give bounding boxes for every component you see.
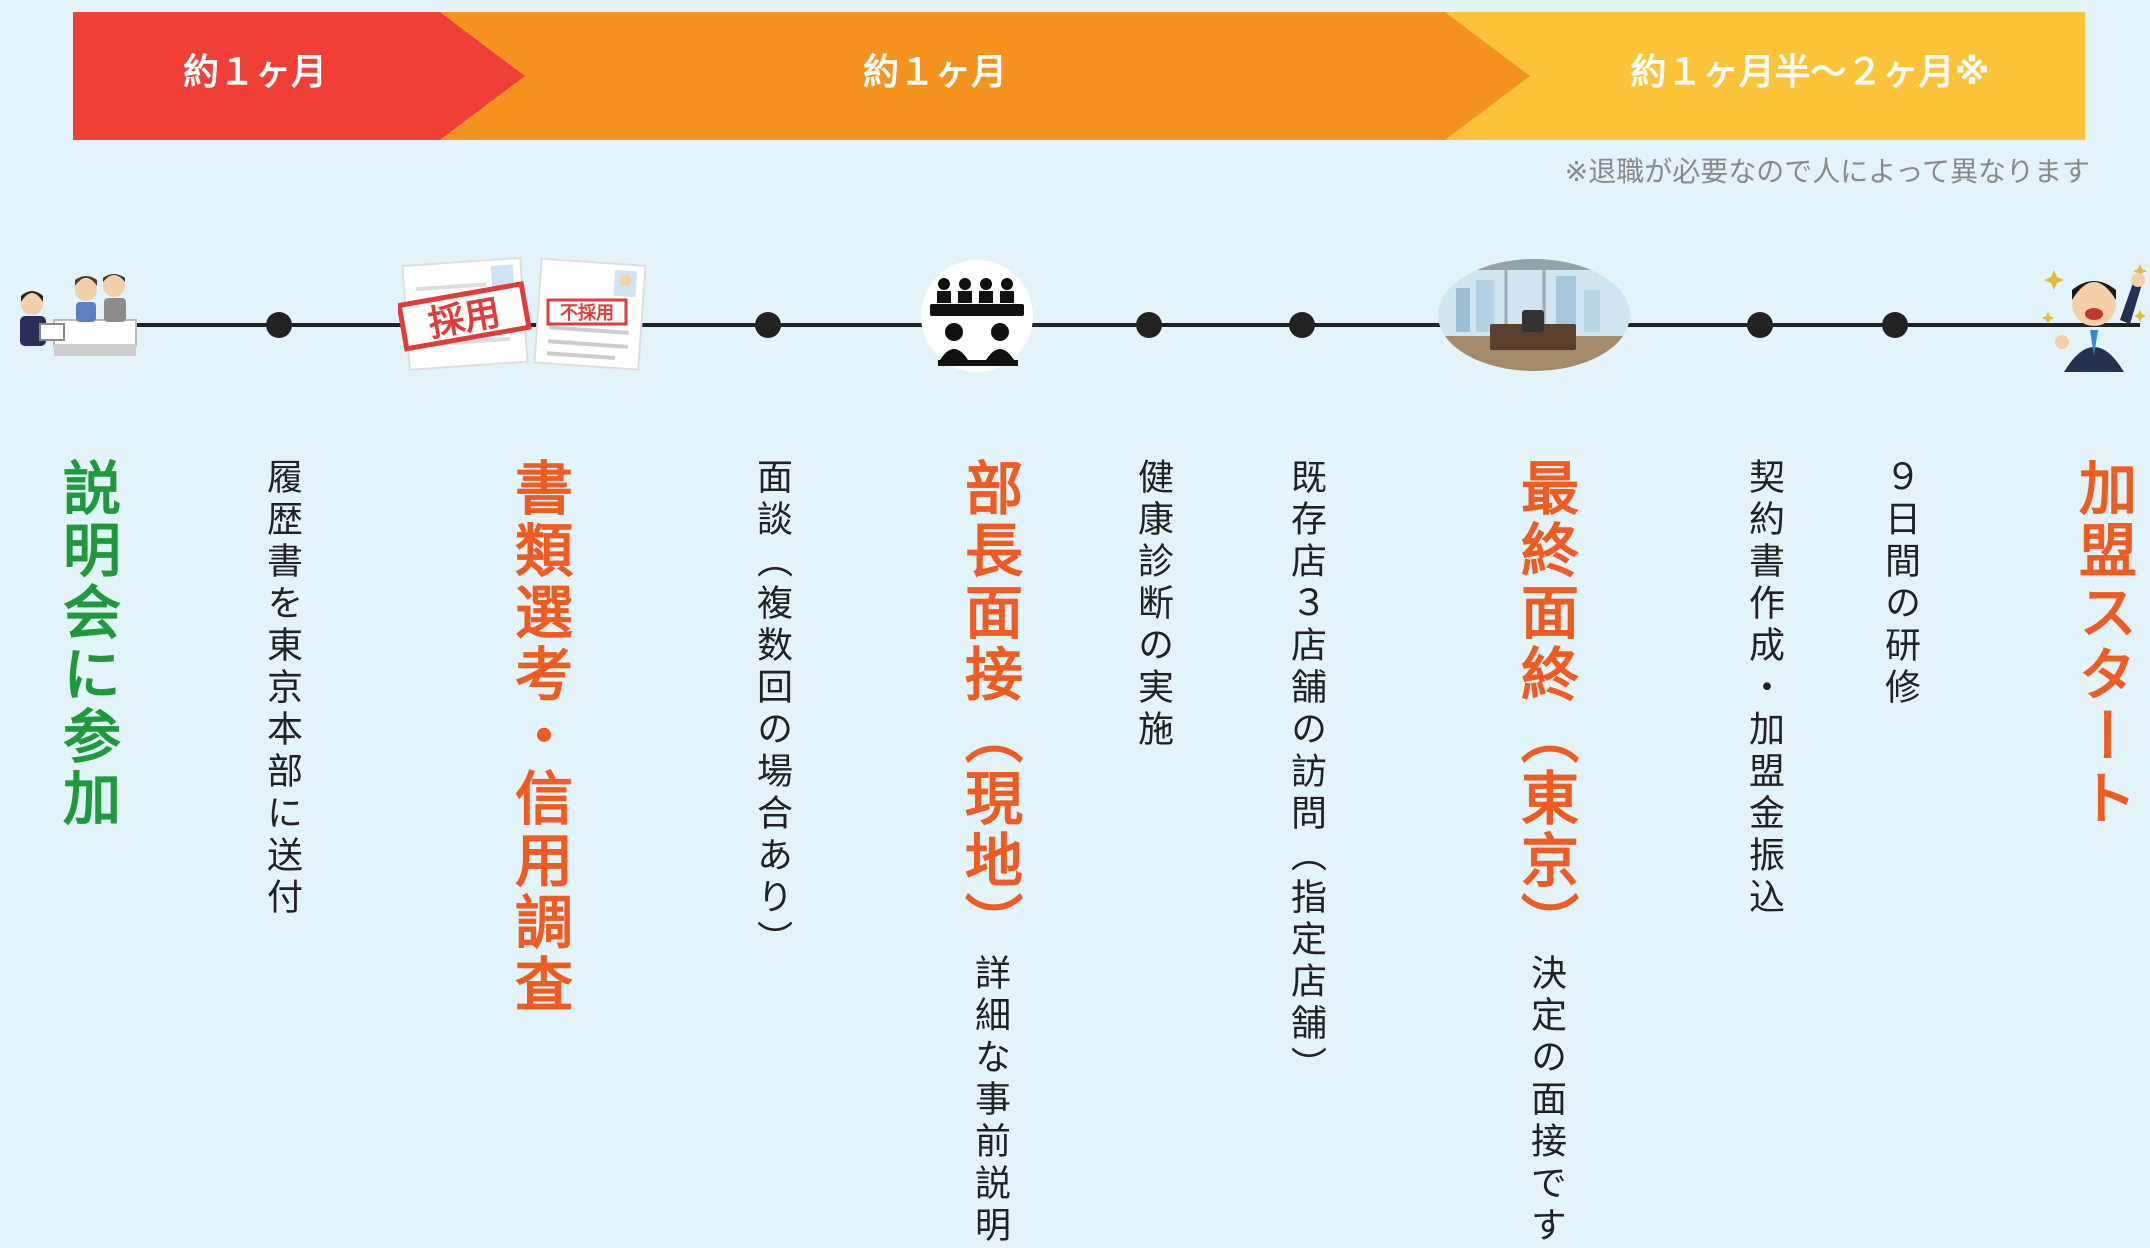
interview-panel-icon bbox=[921, 260, 1033, 372]
phase-label-2: 約１ヶ月 bbox=[862, 52, 1007, 93]
step-send-resume: 履歴書を東京本部に送付 bbox=[261, 458, 302, 920]
step-document-screening: 書類選考・信用調査 bbox=[505, 458, 573, 1016]
step-franchise-start: 加盟スタート bbox=[2069, 458, 2137, 830]
step-briefing-session: 説明会に参加 bbox=[53, 458, 121, 830]
phase-3-arrow bbox=[73, 12, 525, 140]
step-contract: 契約書作成・加盟金振込 bbox=[1743, 458, 1784, 920]
step-final-interview-main: 最終面終（東京） bbox=[1511, 458, 1579, 954]
stamp-rejected-text: 不採用 bbox=[560, 302, 614, 324]
timeline-dot bbox=[755, 312, 781, 338]
office-room-icon bbox=[1438, 259, 1630, 371]
step-final-interview-sub: 決定の面接です bbox=[1525, 954, 1566, 1248]
step-health-check: 健康診断の実施 bbox=[1132, 458, 1173, 752]
phase-bar bbox=[73, 12, 2085, 140]
phase-2-arrow bbox=[440, 12, 1530, 140]
meeting-people-icon bbox=[20, 274, 137, 356]
timeline-dot bbox=[1882, 312, 1908, 338]
step-interview: 面談（複数回の場合あり） bbox=[751, 458, 792, 962]
note-text: ※退職が必要なので人によって異なります bbox=[1564, 155, 2090, 188]
celebrating-man-icon bbox=[2042, 264, 2147, 372]
step-training: ９日間の研修 bbox=[1879, 458, 1920, 710]
timeline-dot bbox=[1136, 312, 1162, 338]
phase-1-arrow bbox=[1445, 12, 2085, 140]
timeline-dot bbox=[1747, 312, 1773, 338]
phase-label-3: 約１ヶ月半〜２ヶ月※ bbox=[1630, 52, 1990, 93]
step-final-interview: 最終面終（東京）決定の面接です bbox=[1503, 458, 1587, 1248]
timeline-dot bbox=[266, 312, 292, 338]
step-manager-interview: 部長面接（現地）詳細な事前説明 bbox=[947, 458, 1031, 1248]
timeline-line bbox=[60, 323, 2140, 327]
document-screening-icon: 採用 不採用 bbox=[398, 256, 647, 371]
timeline-dot bbox=[1289, 312, 1315, 338]
step-manager-interview-sub: 詳細な事前説明 bbox=[969, 954, 1010, 1248]
phase-label-1: 約１ヶ月 bbox=[182, 52, 327, 93]
step-store-visit: 既存店３店舗の訪問（指定店舗） bbox=[1285, 458, 1326, 1088]
step-manager-interview-main: 部長面接（現地） bbox=[955, 458, 1023, 954]
